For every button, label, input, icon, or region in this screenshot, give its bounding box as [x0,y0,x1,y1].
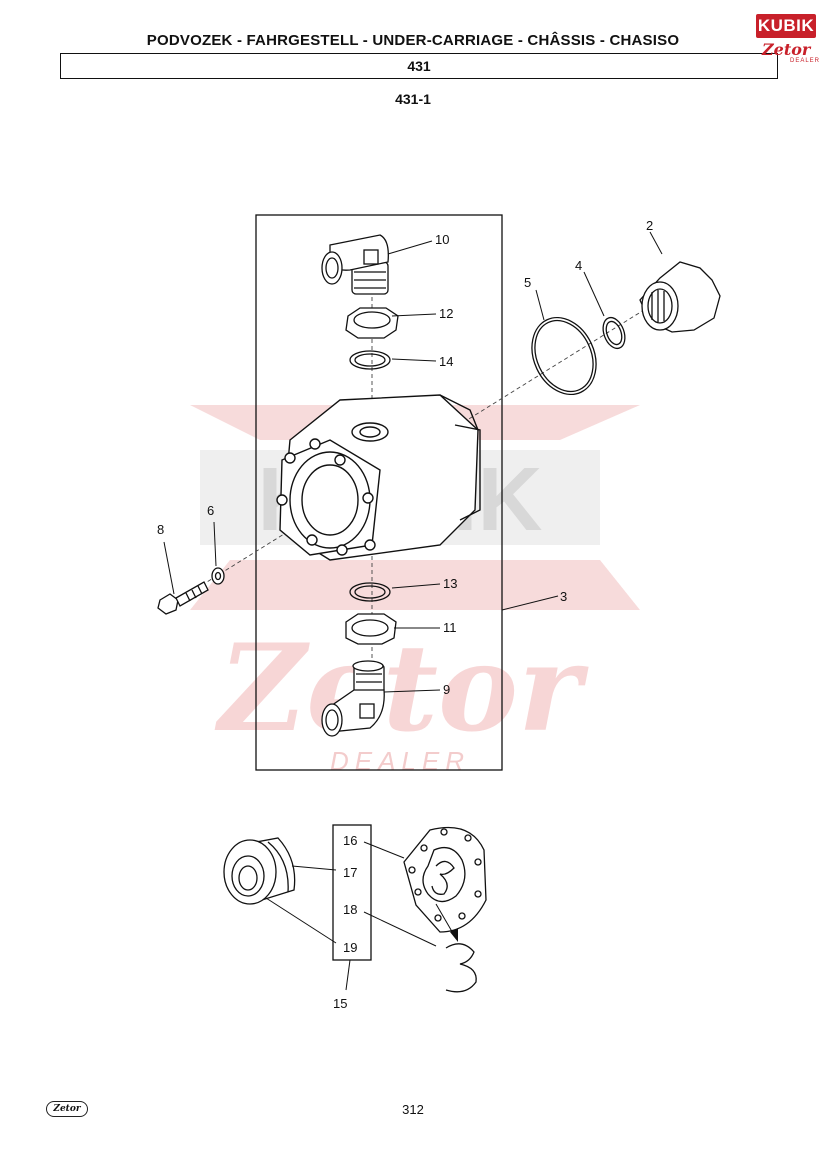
callout-2: 2 [646,218,653,233]
washer [211,567,225,585]
zetor-logo-text: Zetor [762,40,811,59]
watermark-zetor: Zetor [215,618,589,759]
arrow-marker [435,903,458,942]
seal-ring-bottom [349,582,391,602]
kubik-logo-text: KUBIK [756,14,816,38]
parts-list-box [332,824,372,961]
callout-8: 8 [157,522,164,537]
page-number: 312 [402,1102,424,1117]
bearing-bushing [223,837,296,905]
o-ring [531,316,597,396]
callout-labels: 2 3 4 5 6 8 9 10 11 12 13 14 15 16 17 18… [157,218,653,1011]
sub-group-number: 431-1 [395,91,431,107]
bolt [157,581,209,615]
watermark-dealer: DEALER [330,746,470,776]
coupling [639,261,721,333]
callout-6: 6 [207,503,214,518]
callout-14: 14 [439,354,453,369]
footer-zetor-logo: Zetor [46,1101,88,1117]
seal-clip [445,943,477,993]
callout-19: 19 [343,940,357,955]
hydraulic-pump-body [276,394,481,561]
callout-13: 13 [443,576,457,591]
callout-12: 12 [439,306,453,321]
callout-5: 5 [524,275,531,290]
group-number-box: 431 [60,53,778,79]
page-title: PODVOZEK - FAHRGESTELL - UNDER-CARRIAGE … [146,32,680,49]
callout-18: 18 [343,902,357,917]
circlip [602,316,626,350]
callout-17: 17 [343,865,357,880]
callout-3: 3 [560,589,567,604]
callout-15: 15 [333,996,347,1011]
dealer-logo-text: DEALER [790,58,821,64]
nut-top [345,307,399,339]
callout-16: 16 [343,833,357,848]
elbow-fitting-top [321,234,389,295]
callout-4: 4 [575,258,582,273]
callout-10: 10 [435,232,449,247]
assembly-frame [255,214,503,771]
callout-11: 11 [443,620,457,635]
nut-bottom [345,613,397,645]
leader-lines [163,231,663,991]
seal-ring-top [349,350,391,370]
gasket-plate [403,826,487,933]
group-number: 431 [407,58,431,74]
kubik-zetor-logo: KUBIK Zetor DEALER [756,14,819,64]
callout-9: 9 [443,682,450,697]
